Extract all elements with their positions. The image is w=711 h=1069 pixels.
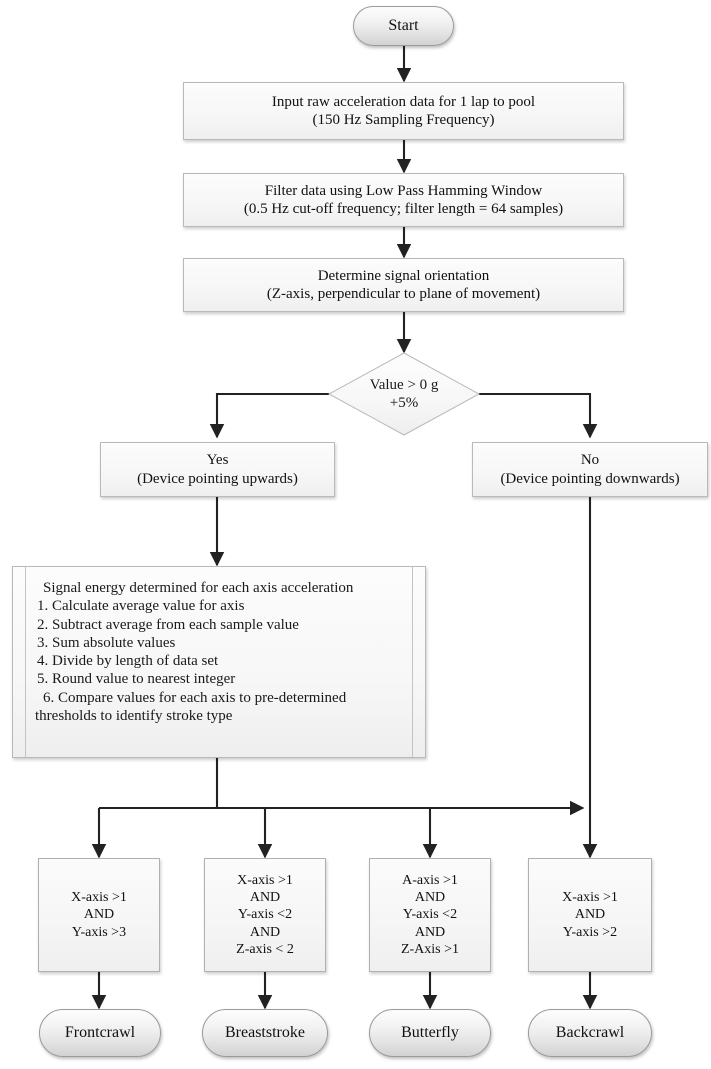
frontcrawl-condition-line1: X-axis >1 [71,890,127,906]
butterfly-condition-line1: A-axis >1 [402,873,458,889]
signal-energy-step-3: 3. Sum absolute values [37,634,176,651]
butterfly-outcome-label: Butterfly [401,1024,459,1042]
decision-text: Value > 0 g +5% [370,376,439,412]
yes-branch-node[interactable]: Yes (Device pointing upwards) [100,442,335,497]
filter-data-node[interactable]: Filter data using Low Pass Hamming Windo… [183,173,624,227]
breaststroke-condition-line4: AND [249,924,281,940]
signal-energy-step-6-continuation: thresholds to identify stroke type [35,708,233,725]
input-data-line2: (150 Hz Sampling Frequency) [312,112,495,128]
frontcrawl-outcome-label: Frontcrawl [64,1024,136,1042]
decision-line1: Value > 0 g [369,377,439,393]
signal-orientation-line2: (Z-axis, perpendicular to plane of movem… [266,286,541,302]
butterfly-condition-line2: AND [414,890,446,906]
breaststroke-condition-line1: X-axis >1 [237,873,293,889]
breaststroke-condition-line2: AND [249,890,281,906]
breaststroke-outcome-node[interactable]: Breaststroke [202,1009,328,1057]
backcrawl-condition-line3: Y-axis >2 [562,924,618,940]
signal-orientation-node[interactable]: Determine signal orientation (Z-axis, pe… [183,258,624,312]
start-node[interactable]: Start [353,6,454,46]
signal-energy-step-2: 2. Subtract average from each sample val… [37,616,299,633]
frontcrawl-condition-box[interactable]: X-axis >1 AND Y-axis >3 [38,858,160,972]
frontcrawl-condition-line3: Y-axis >3 [71,924,127,940]
signal-energy-heading: Signal energy determined for each axis a… [43,580,354,596]
decision-line2: +5% [389,395,419,411]
butterfly-condition-line4: AND [414,924,446,940]
input-data-line1: Input raw acceleration data for 1 lap to… [271,93,536,110]
backcrawl-condition-box[interactable]: X-axis >1 AND Y-axis >2 [528,858,652,972]
frontcrawl-condition-line2: AND [83,907,115,923]
signal-energy-node[interactable]: Signal energy determined for each axis a… [12,566,426,758]
signal-energy-step-5: 5. Round value to nearest integer [37,671,236,688]
edge-decision-to-yes [209,392,329,439]
no-branch-line2: (Device pointing downwards) [500,470,680,487]
breaststroke-condition-line5: Z-axis < 2 [236,941,294,957]
breaststroke-condition-box[interactable]: X-axis >1 AND Y-axis <2 AND Z-axis < 2 [204,858,326,972]
signal-orientation-line1: Determine signal orientation [317,267,490,284]
edge-decision-to-no [479,392,598,439]
input-data-node[interactable]: Input raw acceleration data for 1 lap to… [183,82,624,140]
butterfly-condition-line3: Y-axis <2 [402,907,458,923]
butterfly-outcome-node[interactable]: Butterfly [369,1009,491,1057]
filter-data-line1: Filter data using Low Pass Hamming Windo… [264,182,543,199]
yes-branch-line1: Yes [206,452,229,469]
signal-energy-step-1: 1. Calculate average value for axis [37,598,245,615]
backcrawl-condition-line1: X-axis >1 [562,890,618,906]
breaststroke-condition-line3: Y-axis <2 [237,907,293,923]
breaststroke-outcome-label: Breaststroke [225,1024,305,1042]
butterfly-condition-line5: Z-Axis >1 [400,941,460,957]
butterfly-condition-box[interactable]: A-axis >1 AND Y-axis <2 AND Z-Axis >1 [369,858,491,972]
backcrawl-outcome-node[interactable]: Backcrawl [528,1009,652,1057]
backcrawl-outcome-label: Backcrawl [555,1024,625,1042]
frontcrawl-outcome-node[interactable]: Frontcrawl [39,1009,161,1057]
start-label: Start [388,17,419,35]
diamond-shape [328,352,480,436]
yes-branch-line2: (Device pointing upwards) [137,470,298,487]
signal-energy-step-4: 4. Divide by length of data set [37,653,219,670]
signal-energy-step-6: 6. Compare values for each axis to pre-d… [43,689,347,706]
signal-energy-steps: Signal energy determined for each axis a… [13,567,375,725]
filter-data-line2: (0.5 Hz cut-off frequency; filter length… [243,201,564,217]
no-branch-node[interactable]: No (Device pointing downwards) [472,442,708,497]
no-branch-line1: No [580,452,600,469]
backcrawl-condition-line2: AND [574,907,606,923]
value-threshold-decision-node[interactable]: Value > 0 g +5% [328,352,480,436]
